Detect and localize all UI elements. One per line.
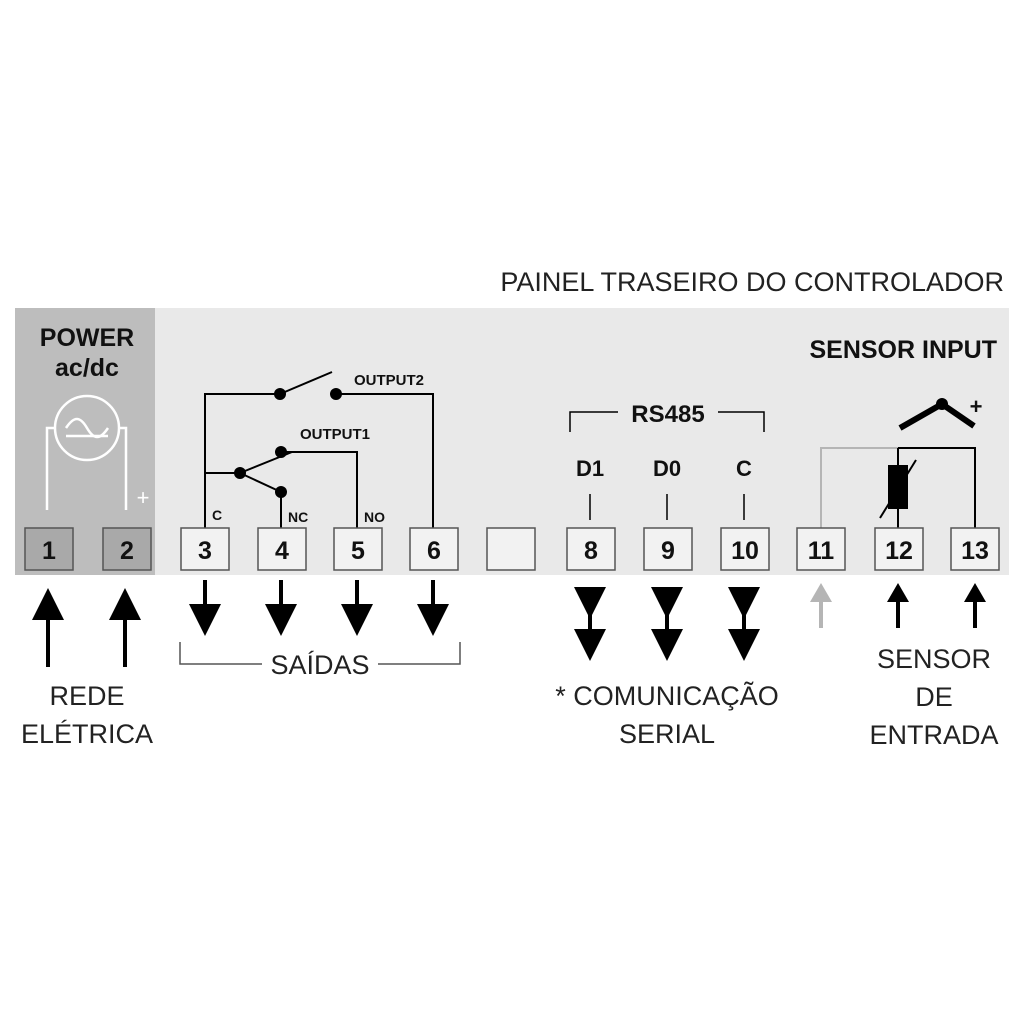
terminal-number: 6 (427, 537, 441, 565)
saidas-caption: SAÍDAS (270, 650, 369, 680)
terminal-3: 3 (180, 527, 230, 571)
terminal-number: 11 (808, 537, 835, 565)
sensor-input-title: SENSOR INPUT (809, 336, 997, 364)
terminal-8: 8 (566, 527, 616, 571)
terminal-box (796, 527, 846, 571)
comm-caption-line1: * COMUNICAÇÃO (555, 680, 779, 711)
terminal-number: 10 (731, 537, 759, 565)
terminal-box (874, 527, 924, 571)
terminal-box (566, 527, 616, 571)
terminal-6: 6 (409, 527, 459, 571)
terminal-number: 2 (120, 537, 134, 565)
terminal-5: 5 (333, 527, 383, 571)
rtd-sensor-icon (879, 459, 917, 519)
sensor-arrows (810, 583, 986, 628)
panel-title: PAINEL TRASEIRO DO CONTROLADOR (500, 267, 1004, 297)
thermocouple-icon (898, 398, 976, 431)
saidas-bracket (179, 642, 461, 665)
terminal-9: 9 (643, 527, 693, 571)
output-arrows (189, 580, 449, 636)
rs485-bracket (569, 411, 765, 432)
sensor-plus-sign: + (970, 394, 983, 419)
terminal-number: 1 (42, 537, 56, 565)
terminal-number: 4 (275, 537, 289, 565)
terminal-box (333, 527, 383, 571)
rs485-ticks (589, 494, 745, 520)
sensor-black-wire (898, 447, 976, 530)
terminal-number: 12 (885, 537, 913, 565)
contact-nc-label: NC (288, 509, 308, 525)
terminal-box (486, 527, 536, 571)
terminal-number: 9 (661, 537, 675, 565)
terminal-12: 12 (874, 527, 924, 571)
ac-source-icon (45, 394, 128, 510)
contact-no-label: NO (364, 509, 385, 525)
power-arrows (32, 588, 141, 667)
terminal-box (24, 527, 74, 571)
power-plus-sign: + (137, 485, 150, 510)
terminal-11: 11 (796, 527, 846, 571)
terminal-box (257, 527, 307, 571)
sensor-caption-line3: ENTRADA (869, 720, 998, 750)
terminal-box (102, 527, 152, 571)
terminal-number: 8 (584, 537, 598, 565)
terminal-1: 1 (24, 527, 74, 571)
relay-wiring (204, 371, 434, 528)
output2-label: OUTPUT2 (354, 372, 424, 389)
terminal-13: 13 (950, 527, 1000, 571)
relay-contact-dots (234, 388, 342, 498)
d1-label: D1 (576, 456, 604, 481)
d0-label: D0 (653, 456, 681, 481)
terminal-box (950, 527, 1000, 571)
rede-caption-line1: REDE (49, 681, 124, 711)
terminal-4: 4 (257, 527, 307, 571)
terminal-10: 10 (720, 527, 770, 571)
terminal-box (409, 527, 459, 571)
terminal-box (180, 527, 230, 571)
terminal-box (643, 527, 693, 571)
terminal-2: 2 (102, 527, 152, 571)
output1-label: OUTPUT1 (300, 426, 370, 443)
contact-c-label: C (212, 507, 222, 523)
comm-caption-line2: SERIAL (619, 719, 715, 749)
serial-arrows (574, 587, 760, 661)
sensor-caption-line2: DE (915, 682, 953, 712)
rs485-label: RS485 (631, 401, 704, 428)
sensor-gray-wire (820, 447, 898, 530)
rede-caption-line2: ELÉTRICA (21, 719, 153, 749)
terminal-number: 5 (351, 537, 365, 565)
power-label: POWER (40, 324, 134, 352)
terminal-number: 13 (961, 537, 989, 565)
terminal-number: 3 (198, 537, 212, 565)
power-type-label: ac/dc (55, 354, 119, 382)
sensor-caption-line1: SENSOR (877, 644, 991, 674)
c-label: C (736, 456, 752, 481)
terminal-blank (486, 527, 536, 571)
terminal-box (720, 527, 770, 571)
